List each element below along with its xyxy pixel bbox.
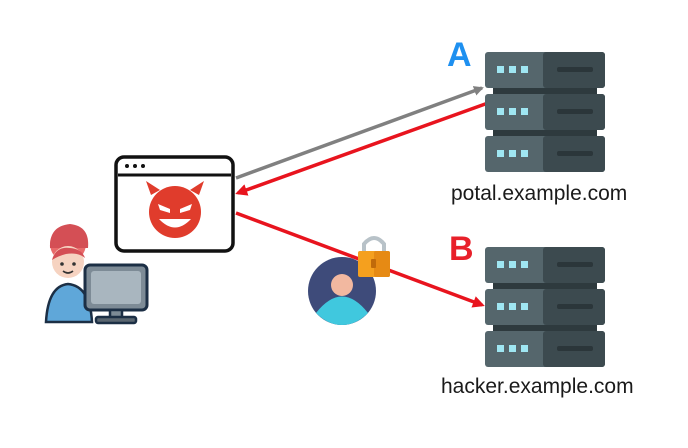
server-b-letter: B <box>449 230 474 268</box>
malicious-browser-icon <box>114 155 235 253</box>
padlock-icon <box>358 236 390 277</box>
request-arrow <box>235 86 484 180</box>
server-b-hostname: hacker.example.com <box>441 375 634 398</box>
response-arrow <box>235 101 489 196</box>
devil-face-icon <box>146 181 204 238</box>
user-at-computer-icon <box>44 224 149 325</box>
server-a-hostname: potal.example.com <box>451 182 627 205</box>
server-a-letter: A <box>447 36 472 74</box>
server-a-icon <box>485 52 605 172</box>
locked-account-icon <box>308 236 390 325</box>
server-b-icon <box>485 247 605 367</box>
